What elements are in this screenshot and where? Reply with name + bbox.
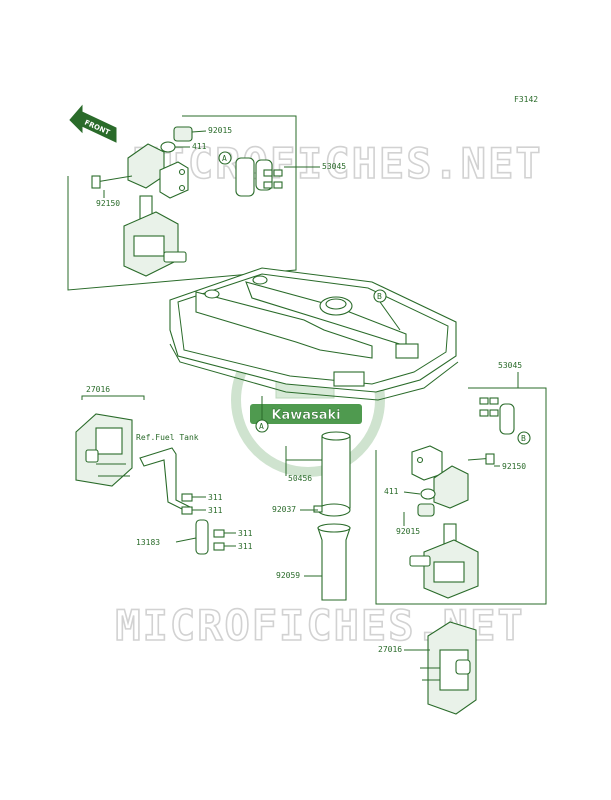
label-50456: 50456 (288, 474, 312, 483)
frame-right (375, 387, 547, 605)
label-311-d: 311 (238, 542, 253, 551)
label-27016-left: 27016 (86, 385, 110, 394)
engine-mount-bottom (420, 621, 477, 715)
label-13183: 13183 (136, 538, 160, 547)
front-arrow-icon: FRONT (69, 104, 117, 143)
plate-bracket-right-icon (411, 445, 443, 481)
callout-a-top (218, 151, 232, 165)
right-mount-assembly: B (409, 397, 531, 599)
bolt-92150-top-icon (95, 175, 133, 183)
label-53045-top: 53045 (322, 162, 346, 171)
link-plate-13183-icon (195, 519, 209, 555)
washer-411-top-icon (160, 141, 176, 153)
label-53045-right: 53045 (498, 361, 522, 370)
frame-top-left (67, 115, 297, 291)
label-27016-bottom: 27016 (378, 645, 402, 654)
nut-92015-top-icon (173, 126, 193, 142)
clamp-92037-icon (317, 503, 351, 517)
label-311-c: 311 (238, 529, 253, 538)
hose-50456-icon (321, 435, 351, 509)
fuel-tank-cover (169, 267, 459, 401)
engine-mount-left (75, 413, 133, 487)
fuel-tank-bracket (139, 447, 193, 513)
nut-92015-right-icon (417, 503, 435, 517)
label-411-right: 411 (384, 487, 399, 496)
nut-311-c-icon (213, 529, 225, 538)
tube-92059-icon (317, 527, 351, 601)
figure-code: F3142 (514, 95, 538, 104)
link-plate-a-icon (235, 157, 255, 197)
callout-b-right (517, 431, 531, 445)
ref-fuel-tank-note: Ref.Fuel Tank (136, 433, 199, 442)
nut-311-d-icon (213, 542, 225, 551)
rubber-block-right-icon (433, 465, 469, 509)
label-92037: 92037 (272, 505, 296, 514)
label-92015-top: 92015 (208, 126, 232, 135)
washer-411-right-icon (420, 488, 436, 500)
kawasaki-logo-text: Kawasaki (271, 408, 340, 423)
top-mount-assembly: A (91, 126, 283, 277)
label-92150-right: 92150 (502, 462, 526, 471)
label-92015-right: 92015 (396, 527, 420, 536)
link-plate-right-icon (499, 403, 515, 435)
svg-text:B: B (377, 292, 382, 301)
label-92150-top: 92150 (96, 199, 120, 208)
svg-text:A: A (259, 422, 264, 431)
label-411-top: 411 (192, 142, 207, 151)
svg-text:A: A (222, 154, 227, 163)
nut-311-a-icon (181, 493, 193, 502)
label-311-a: 311 (208, 493, 223, 502)
svg-text:B: B (521, 434, 526, 443)
label-311-b: 311 (208, 506, 223, 515)
nut-311-b-icon (181, 506, 193, 515)
label-92059: 92059 (276, 571, 300, 580)
watermark-top: MICROFICHES.NET (133, 139, 542, 188)
